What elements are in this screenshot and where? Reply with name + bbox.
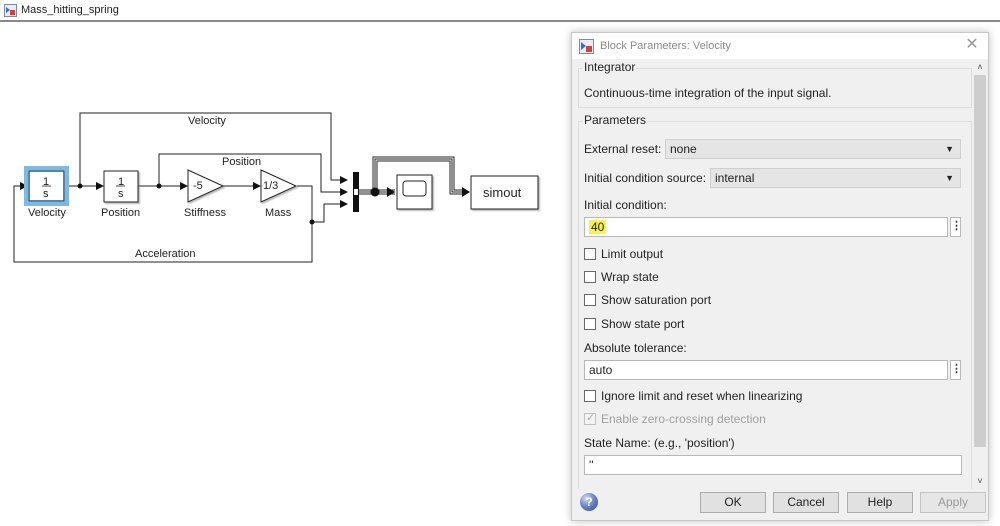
checkbox-box [584, 318, 596, 330]
block-description-group: Integrator Continuous-time integration o… [578, 60, 972, 108]
diagram-svg [13, 112, 539, 263]
signal-label-position[interactable]: Position [222, 156, 262, 168]
checkbox-label: Show state port [601, 317, 685, 331]
dialog-title: Block Parameters: Velocity [600, 40, 731, 52]
show-saturation-port-checkbox[interactable]: Show saturation port [584, 293, 711, 307]
ic-source-value: internal [715, 171, 755, 185]
scroll-down-icon[interactable]: ˅ [977, 476, 983, 486]
checkbox-box: ✓ [584, 412, 596, 425]
checkbox-label: Show saturation port [601, 293, 712, 307]
checkbox-label: Wrap state [601, 270, 659, 284]
block-scope[interactable] [396, 174, 433, 210]
mass-gain-value: 1/3 [263, 180, 279, 192]
branch-point-bus [370, 187, 380, 197]
block-type-title: Integrator [583, 60, 637, 74]
signal-acceleration[interactable] [13, 182, 313, 263]
checkbox-box [584, 248, 596, 260]
help-icon[interactable]: ? [580, 493, 598, 511]
simulink-model-icon [4, 3, 17, 17]
limit-output-checkbox[interactable]: Limit output [584, 247, 663, 261]
ignore-limit-reset-checkbox[interactable]: Ignore limit and reset when linearizing [584, 389, 802, 403]
external-reset-select[interactable]: none ▼ [665, 139, 961, 159]
block-mux[interactable] [353, 172, 359, 212]
initial-condition-more-button[interactable]: ⋮ [950, 217, 962, 237]
checkbox-box [584, 271, 596, 283]
ic-source-label: Initial condition source: [584, 171, 707, 185]
diagram-canvas[interactable]: 1 s Velocity 1 s Position -5 Stiffness 1… [0, 24, 570, 526]
block-mass-gain[interactable] [260, 169, 298, 203]
branch-point-velocity [77, 183, 83, 189]
signal-position-branch[interactable] [158, 153, 348, 196]
stiffness-gain-value: -5 [193, 180, 203, 192]
position-block-label: Position [101, 207, 141, 219]
external-reset-value: none [670, 142, 697, 156]
ok-button[interactable]: OK [700, 492, 766, 513]
close-icon[interactable]: ✕ [965, 36, 979, 53]
checkbox-label: Enable zero-crossing detection [601, 412, 766, 426]
block-simout[interactable] [470, 175, 539, 210]
checkbox-label: Ignore limit and reset when linearizing [601, 389, 803, 403]
dialog-titlebar[interactable]: Block Parameters: Velocity ✕ [572, 33, 988, 59]
mass-block-label: Mass [265, 207, 292, 219]
model-title: Mass_hitting_spring [21, 4, 119, 16]
wrap-state-checkbox[interactable]: Wrap state [584, 270, 659, 284]
branch-point-position [156, 183, 162, 189]
parameters-title: Parameters [583, 113, 648, 127]
absolute-tolerance-input[interactable]: auto [584, 360, 948, 380]
block-stiffness-gain[interactable] [187, 169, 225, 203]
simulink-block-icon [579, 38, 594, 54]
checkbox-box [584, 294, 596, 306]
state-name-value: '' [589, 458, 594, 472]
signal-label-acceleration[interactable]: Acceleration [135, 248, 196, 260]
checkbox-box [584, 390, 596, 402]
apply-button: Apply [920, 492, 986, 513]
show-state-port-checkbox[interactable]: Show state port [584, 317, 684, 331]
block-position-integrator[interactable] [103, 170, 139, 203]
model-title-bar: Mass_hitting_spring [0, 0, 1000, 22]
dropdown-arrow-icon: ▼ [945, 144, 954, 154]
signal-velocity-branch[interactable] [79, 112, 348, 186]
velocity-block-den: s [43, 188, 49, 200]
initial-condition-input[interactable]: 40 [584, 217, 948, 237]
dialog-scroll-area[interactable]: Integrator Continuous-time integration o… [572, 59, 974, 489]
velocity-block-num: 1 [43, 176, 50, 188]
absolute-tolerance-more-button[interactable]: ⋮ [950, 360, 962, 380]
cancel-button[interactable]: Cancel [773, 492, 839, 513]
signal-mass-out[interactable] [297, 185, 348, 223]
state-name-label: State Name: (e.g., 'position') [584, 436, 735, 450]
initial-condition-label: Initial condition: [584, 198, 667, 212]
block-parameters-dialog: Block Parameters: Velocity ✕ Integrator … [571, 32, 989, 521]
ic-source-select[interactable]: internal ▼ [710, 168, 961, 188]
block-description: Continuous-time integration of the input… [584, 86, 832, 100]
checkbox-label: Limit output [601, 247, 664, 261]
parameters-group: Parameters External reset: none ▼ Initia… [578, 113, 972, 489]
block-velocity-integrator[interactable] [24, 166, 69, 206]
help-button[interactable]: Help [847, 492, 913, 513]
checkmark-icon: ✓ [586, 412, 596, 424]
absolute-tolerance-label: Absolute tolerance: [584, 341, 687, 355]
scrollbar-thumb[interactable] [974, 75, 986, 447]
external-reset-label: External reset: [584, 142, 662, 156]
zero-crossing-checkbox: ✓ Enable zero-crossing detection [584, 412, 766, 426]
absolute-tolerance-value: auto [589, 363, 613, 377]
position-block-den: s [118, 188, 124, 200]
dropdown-arrow-icon: ▼ [945, 173, 954, 183]
position-block-num: 1 [118, 176, 125, 188]
signal-label-velocity[interactable]: Velocity [188, 115, 226, 127]
state-name-input[interactable]: '' [584, 455, 962, 475]
initial-condition-value: 40 [589, 220, 607, 234]
stiffness-block-label: Stiffness [184, 207, 226, 219]
dialog-scrollbar[interactable]: ˄ ˅ [973, 61, 987, 487]
dialog-footer: ? OK Cancel Help Apply [572, 487, 988, 520]
simout-block-text: simout [483, 185, 522, 200]
velocity-block-label: Velocity [28, 207, 66, 219]
branch-point-acceleration [309, 219, 315, 225]
scroll-up-icon[interactable]: ˄ [977, 62, 983, 72]
